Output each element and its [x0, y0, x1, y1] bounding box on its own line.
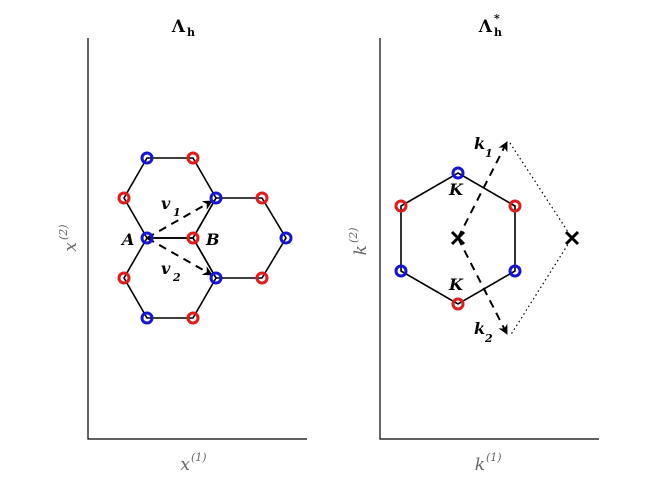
right-axes: [379, 38, 599, 440]
label-b: B: [205, 230, 220, 249]
k-point: [394, 264, 408, 278]
k-prime-point: [451, 297, 465, 311]
left-ylabel: x (2): [57, 224, 81, 251]
k1-arrow: [457, 141, 508, 239]
left-sites: [117, 151, 293, 325]
site-a: [279, 231, 293, 245]
label-a: A: [120, 230, 134, 249]
right-xlabel-sup: (1): [486, 451, 502, 464]
right-xlabel: k: [475, 455, 485, 475]
site-b: [186, 151, 200, 165]
right-title-subscript: h: [494, 26, 502, 39]
label-v2-sub: 2: [172, 271, 181, 284]
site-a: [209, 271, 223, 285]
label-v2: v: [161, 259, 171, 278]
brillouin-zone: [400, 172, 516, 305]
k-prime-point: [394, 199, 408, 213]
v1-arrow: [146, 200, 213, 239]
label-v1-sub: 1: [173, 206, 181, 219]
k-point: [508, 264, 522, 278]
k-point: [451, 166, 465, 180]
site-a: [209, 191, 223, 205]
label-k2-sub: 2: [484, 332, 493, 345]
dotted-guide: [509, 142, 573, 337]
site-a: [140, 311, 154, 325]
label-k-top: K: [448, 180, 464, 199]
left-title-subscript: h: [187, 26, 195, 39]
gamma-point-cross: [450, 230, 466, 246]
left-title: Λ: [171, 17, 186, 37]
svg-text:k: k: [351, 245, 371, 255]
v2-arrow: [146, 237, 213, 276]
svg-text:(2): (2): [57, 224, 70, 240]
left-xlabel: x: [180, 455, 190, 475]
site-b: [186, 311, 200, 325]
label-k1-sub: 1: [485, 147, 493, 160]
k2-arrow: [457, 237, 508, 335]
label-k2: k: [474, 319, 485, 338]
site-b: [117, 271, 131, 285]
site-b: [117, 191, 131, 205]
right-ylabel: k (2): [347, 227, 371, 255]
site-b: [255, 191, 269, 205]
site-b-origin: [186, 231, 200, 245]
right-sites: [394, 166, 522, 311]
neighbor-gamma-cross: [564, 230, 580, 246]
label-k-bottom: K: [448, 275, 464, 294]
hexagon-bottom: [123, 237, 217, 319]
site-a-origin: [140, 231, 154, 245]
site-a: [140, 151, 154, 165]
left-xlabel-sup: (1): [191, 451, 207, 464]
svg-text:x: x: [61, 242, 81, 252]
k-prime-point: [508, 199, 522, 213]
label-v1: v: [161, 194, 171, 213]
right-panel: Λ h * k (1) k (2): [347, 12, 599, 475]
right-title: Λ: [478, 17, 493, 37]
site-b: [255, 271, 269, 285]
label-k1: k: [474, 134, 485, 153]
right-title-superscript: *: [494, 12, 500, 25]
left-panel: Λ h x (1) x (2): [57, 17, 307, 475]
left-axes: [87, 38, 307, 440]
svg-text:(2): (2): [347, 227, 360, 243]
